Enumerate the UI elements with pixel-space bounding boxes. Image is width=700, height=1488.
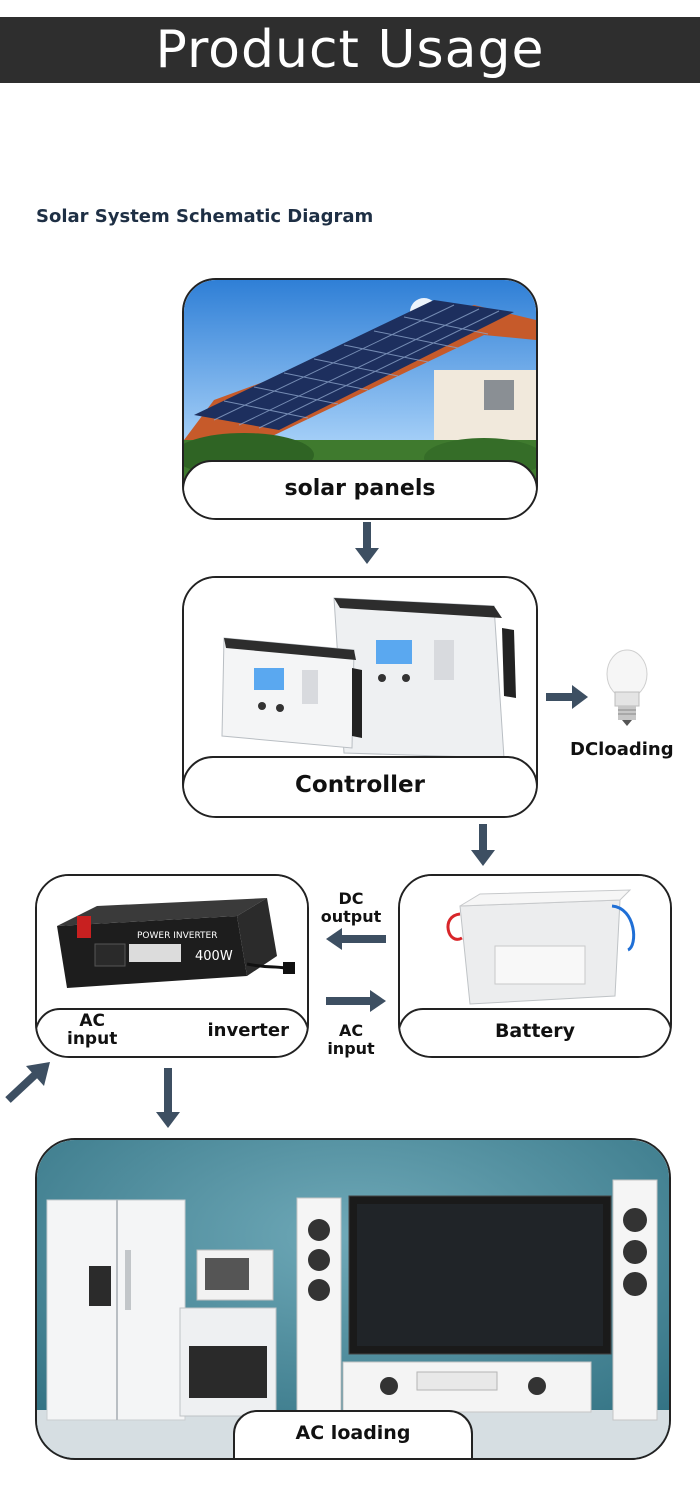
arrow-controller-to-dc-load	[546, 685, 588, 709]
arrow-solar-to-controller	[355, 522, 379, 564]
arrow-controller-to-battery	[471, 824, 495, 866]
diagram-subtitle: Solar System Schematic Diagram	[36, 206, 374, 227]
battery-card: Battery	[398, 874, 672, 1058]
controller-image	[184, 578, 536, 768]
solar-panels-image	[184, 280, 536, 480]
battery-label-band: Battery	[400, 1008, 670, 1056]
page-title: Product Usage	[155, 20, 545, 80]
solar-panels-card: solar panels	[182, 278, 538, 520]
solar-panels-label: solar panels	[284, 476, 436, 501]
dc-loading-label: DCloading	[570, 739, 674, 760]
inverter-label-band: AC input inverter	[37, 1008, 307, 1056]
light-bulb-icon	[606, 649, 648, 726]
arrow-inverter-to-ac-load	[156, 1068, 180, 1128]
arrow-battery-to-inverter	[326, 928, 386, 950]
large-controller-unit	[333, 597, 516, 759]
inverter-brand-text: POWER INVERTER	[137, 931, 217, 941]
inverter-label: inverter	[207, 1020, 290, 1041]
controller-label-band: Controller	[184, 756, 536, 816]
inverter-ac-input-label: AC input	[67, 1011, 118, 1049]
dc-output-label: DC output	[320, 889, 382, 926]
ac-loading-label: AC loading	[295, 1422, 411, 1444]
inverter-image: POWER INVERTER 400W	[37, 876, 307, 1006]
arrow-diagonal-ac-input	[5, 1062, 50, 1103]
controller-label: Controller	[295, 772, 425, 798]
header-banner	[0, 17, 700, 83]
ac-loading-card: AC loading	[35, 1138, 671, 1460]
battery-label: Battery	[494, 1020, 576, 1042]
ac-appliances-image	[37, 1140, 669, 1458]
ac-loading-label-band: AC loading	[233, 1410, 473, 1458]
battery-image	[400, 876, 670, 1006]
controller-card: Controller	[182, 576, 538, 818]
arrow-inverter-to-battery	[326, 990, 386, 1012]
solar-panels-label-band: solar panels	[184, 460, 536, 518]
small-controller-unit	[221, 637, 362, 749]
ac-input-flow-label: AC input	[327, 1021, 375, 1058]
inverter-card: POWER INVERTER 400W AC input inverter	[35, 874, 309, 1058]
inverter-watt-text: 400W	[195, 949, 233, 964]
